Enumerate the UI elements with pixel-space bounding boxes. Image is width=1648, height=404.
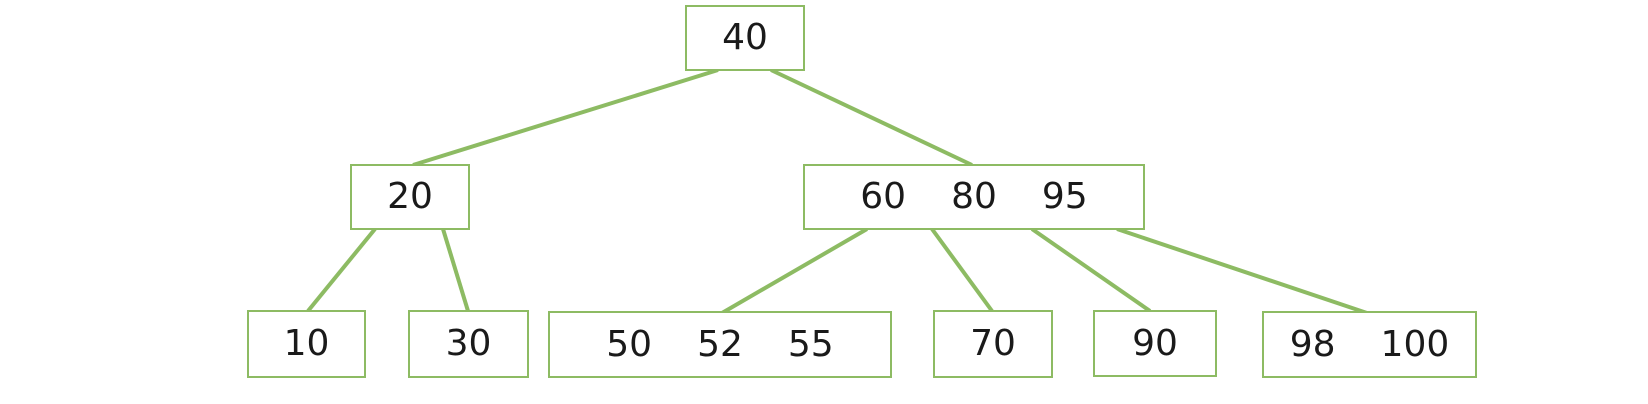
node-key: 55 — [787, 323, 834, 365]
btree-node-leaf-3: 50 52 55 — [548, 311, 892, 378]
edge-internal-right-leaf-5 — [1030, 227, 1152, 313]
btree-node-root: 40 — [685, 5, 805, 71]
edge-root-internal-left — [412, 68, 719, 167]
edge-root-internal-right — [770, 68, 973, 167]
node-key: 80 — [951, 176, 997, 217]
edge-internal-right-leaf-3 — [720, 227, 869, 315]
edge-internal-left-leaf-1 — [306, 227, 377, 313]
node-key: 52 — [697, 323, 743, 365]
btree-node-leaf-5: 90 — [1093, 310, 1217, 377]
btree-node-internal-right: 60 80 95 — [803, 164, 1145, 230]
btree-node-internal-left: 20 — [350, 164, 470, 230]
node-key: 50 — [606, 323, 653, 365]
edge-internal-right-leaf-6 — [1116, 227, 1368, 315]
node-key: 60 — [860, 176, 907, 217]
node-key: 100 — [1380, 323, 1450, 365]
node-key: 90 — [1132, 322, 1178, 364]
edge-internal-right-leaf-4 — [930, 227, 994, 313]
btree-node-leaf-2: 30 — [408, 310, 529, 378]
node-key: 70 — [970, 323, 1016, 364]
edge-internal-left-leaf-2 — [441, 228, 470, 312]
node-key: 20 — [387, 176, 433, 217]
btree-node-leaf-1: 10 — [247, 310, 366, 378]
btree-node-leaf-6: 98 100 — [1262, 311, 1477, 378]
node-key: 10 — [283, 323, 330, 364]
node-key: 98 — [1289, 323, 1336, 365]
node-key: 30 — [445, 323, 492, 364]
btree-node-leaf-4: 70 — [933, 310, 1053, 378]
node-key: 40 — [722, 17, 768, 58]
node-key: 95 — [1041, 176, 1088, 217]
